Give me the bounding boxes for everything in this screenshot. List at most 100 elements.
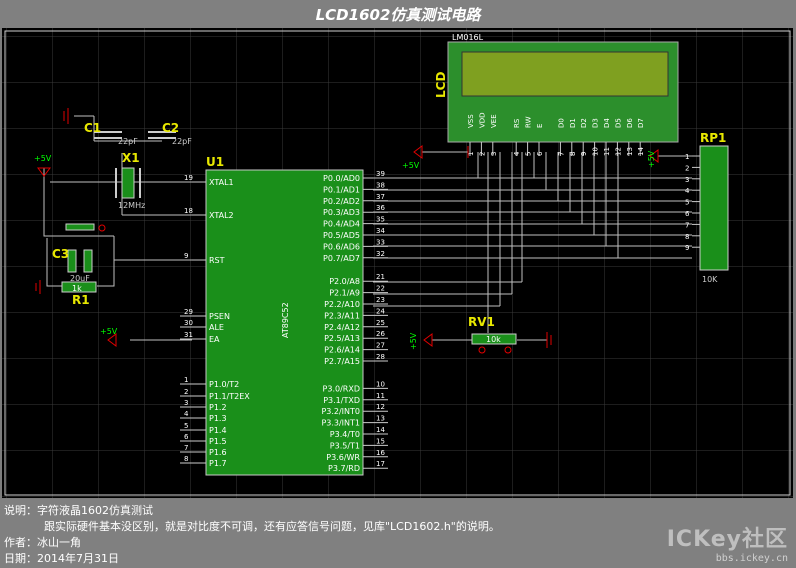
mcu-pin-name: P1.5	[209, 437, 227, 446]
x1-ref: X1	[122, 151, 140, 165]
mcu-pin-name: P0.4/AD4	[323, 220, 360, 229]
rp1-pin-number: 9	[685, 244, 689, 252]
resistor-r1: 1k R1	[61, 281, 97, 307]
lcd-pin-number: 11	[603, 147, 611, 156]
mcu-pin-number: 13	[376, 415, 385, 423]
power-4-label: +5V	[409, 332, 418, 350]
mcu-pin-number: 4	[184, 410, 189, 418]
mcu-pin-number: 7	[184, 444, 188, 452]
power-3-label: +5V	[402, 161, 420, 170]
rp1-pin-number: 8	[685, 233, 689, 241]
c2-ref: C2	[162, 121, 179, 135]
mcu-pin-number: 2	[184, 388, 188, 396]
watermark-url: bbs.ickey.cn	[715, 553, 788, 564]
lcd-pin-number: 5	[525, 152, 533, 156]
lcd-pin-name: D2	[580, 118, 588, 128]
mcu-pin-number: 1	[184, 376, 188, 384]
mcu-pin-number: 8	[184, 455, 188, 463]
mcu-pin-number: 37	[376, 193, 385, 201]
schematic-svg[interactable]: LM016L LCD VSS1VDD2VEE3RS4RW5E6D07D18D29…	[2, 28, 793, 498]
mcu-pin-number: 38	[376, 181, 385, 189]
c3-ref: C3	[52, 247, 69, 261]
mcu-pin-name: P1.3	[209, 414, 227, 423]
lcd-pin-name: RS	[513, 118, 521, 128]
mcu-ref: U1	[206, 155, 224, 169]
lcd-pin-number: 14	[637, 147, 645, 156]
mcu-pin-name: P0.5/AD5	[323, 231, 360, 240]
mcu-pin-number: 3	[184, 399, 188, 407]
mcu-pin-name: P2.7/A15	[324, 357, 360, 366]
lcd-pin-name: D0	[557, 118, 565, 128]
rp1-ref: RP1	[700, 131, 726, 145]
mcu-pin-name: P3.1/TXD	[323, 396, 360, 405]
c3-value: 20uF	[70, 274, 90, 283]
lcd-pin-number: 2	[478, 152, 486, 156]
info-line-4: 日期：2014年7月31日	[4, 552, 119, 565]
lcd-pins: VSS1VDD2VEE3RS4RW5E6D07D18D29D310D411D51…	[467, 112, 645, 156]
mcu-pin-name: P1.1/T2EX	[209, 392, 250, 401]
lcd-pin-name: E	[536, 124, 544, 128]
mcu-pin-name: P1.6	[209, 448, 227, 457]
rv1-value: 10k	[486, 335, 501, 344]
mcu-pin-name: EA	[209, 335, 220, 344]
lcd-pin-name: VEE	[490, 114, 498, 128]
lcd-pin-name: D5	[614, 118, 622, 128]
lcd-pin-name: D6	[626, 118, 634, 128]
mcu-pin-name: P0.7/AD7	[323, 254, 360, 263]
lcd-pin-number: 13	[626, 147, 634, 156]
mcu-pin-name: ALE	[209, 323, 224, 332]
rp1-pin-number: 5	[685, 199, 689, 207]
power-1: +5V	[34, 154, 52, 177]
mcu-pin-number: 24	[376, 307, 385, 315]
mcu-pin-number: 11	[376, 392, 385, 400]
rp1-body	[699, 145, 729, 271]
lcd-pin-number: 6	[536, 151, 544, 156]
mcu-pin-name: P1.4	[209, 426, 227, 435]
mcu-pin-name: XTAL1	[209, 178, 234, 187]
mcu-pin-name: P3.7/RD	[328, 464, 360, 473]
capacitor-c2: C2 22pF	[148, 121, 192, 146]
lcd-pin-name: VSS	[467, 114, 475, 128]
mcu-pin-number: 22	[376, 285, 385, 293]
crystal-x1: X1 12MHz	[115, 151, 145, 210]
power-5-label: +5V	[647, 150, 656, 168]
mcu-pin-number: 36	[376, 204, 385, 212]
mcu-pin-name: P3.0/RXD	[323, 384, 360, 393]
mcu-pin-number: 32	[376, 250, 385, 258]
sheet-border	[4, 30, 791, 496]
c1-ref: C1	[84, 121, 101, 135]
lcd-pin-number: 12	[614, 147, 622, 156]
x1-value: 12MHz	[118, 201, 145, 210]
mcu-pin-number: 21	[376, 273, 385, 281]
mcu-pin-name: P3.6/WR	[326, 453, 360, 462]
rp1-pin-number: 4	[685, 187, 690, 195]
lcd-module[interactable]: LM016L LCD VSS1VDD2VEE3RS4RW5E6D07D18D29…	[434, 33, 679, 156]
c1-value: 22pF	[118, 137, 138, 146]
rv1-ref: RV1	[468, 315, 495, 329]
lcd-screen	[461, 51, 669, 97]
mcu-pin-name: P2.6/A14	[324, 346, 360, 355]
c2-value: 22pF	[172, 137, 192, 146]
rp1-pin-number: 6	[685, 210, 690, 218]
mcu-pin-name: P1.2	[209, 403, 227, 412]
mcu-pin-number: 34	[376, 227, 385, 235]
mcu-pin-name: P2.1/A9	[329, 289, 360, 298]
mcu-pin-number: 25	[376, 319, 385, 327]
lcd-pin-name: D1	[569, 118, 577, 128]
power-3: +5V	[402, 145, 423, 170]
power-symbols: +5V +5V +5V +5V +5V	[34, 145, 659, 350]
mcu-pin-number: 15	[376, 437, 385, 445]
mcu-pin-name: P2.2/A10	[324, 300, 360, 309]
mcu-pin-name: P2.5/A13	[324, 334, 360, 343]
lcd-pin-number: 3	[490, 152, 498, 156]
mcu-pin-number: 39	[376, 170, 385, 178]
mcu-pin-name: RST	[209, 256, 225, 265]
info-panel: 说明：字符液晶1602仿真测试 跟实际硬件基本没区别，就是对比度不可调，还有应答…	[0, 499, 796, 568]
mcu-pin-name: P1.0/T2	[209, 380, 239, 389]
mcu-pin-number: 5	[184, 422, 188, 430]
